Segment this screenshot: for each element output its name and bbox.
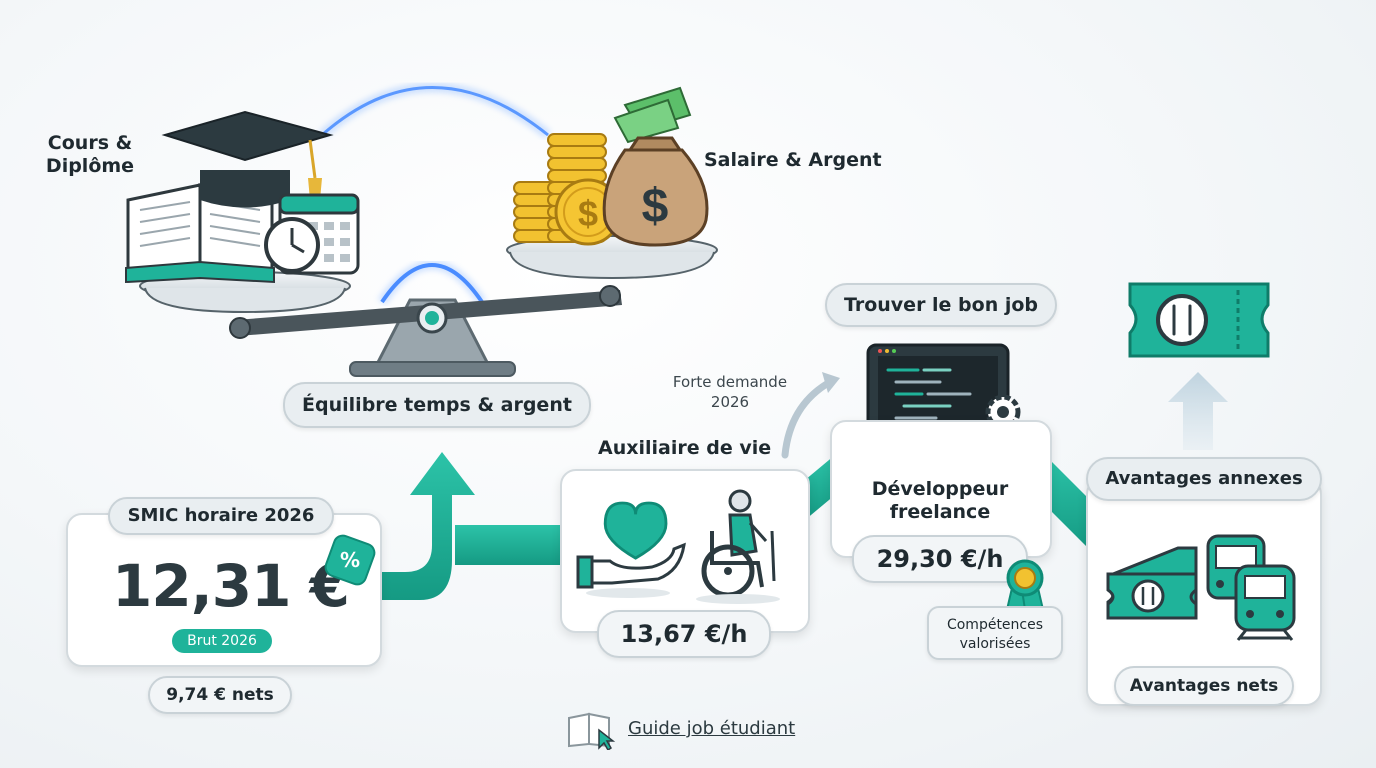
freelance-header: Trouver le bon job: [825, 283, 1057, 327]
glow-arc: [318, 82, 552, 305]
aux-icons: [576, 489, 780, 604]
aux-card: [560, 469, 810, 633]
flow-arrow: [375, 372, 1228, 600]
graduation-cap-icon: [161, 110, 334, 208]
meal-ticket-icon: [1128, 282, 1270, 358]
svg-text:$: $: [578, 193, 598, 234]
avantages-footer: Avantages nets: [1114, 666, 1294, 706]
skills-note: Compétences valorisées: [927, 606, 1063, 660]
money-bag-icon: $: [602, 86, 709, 247]
freelance-rate: 29,30 €/h: [852, 535, 1028, 583]
svg-text:$: $: [642, 180, 669, 233]
smic-title: SMIC horaire 2026: [108, 497, 334, 535]
meal-ticket-icon: [1106, 546, 1198, 620]
avantages-title: Avantages annexes: [1086, 457, 1322, 501]
balance-scale: [139, 235, 718, 377]
clock-icon: [264, 217, 320, 273]
smic-net: 9,74 € nets: [148, 676, 292, 714]
coins-icon: $: [513, 133, 622, 246]
percent-symbol: %: [339, 547, 361, 572]
aux-title: Auxiliaire de vie: [598, 437, 772, 459]
scale-right-label: Salaire & Argent: [704, 149, 882, 171]
balance-label: Équilibre temps & argent: [283, 382, 591, 428]
smic-amount: 12,31 €: [112, 552, 350, 620]
heart-hand-icon: [576, 501, 686, 598]
wheelchair-icon: [696, 489, 780, 604]
freelance-title: Développeur freelance: [871, 478, 1009, 523]
demand-note: Forte demande 2026: [672, 373, 788, 411]
avantages-icons: [1106, 534, 1296, 641]
gear-icon: [985, 394, 1021, 430]
guide-link[interactable]: Guide job étudiant: [628, 718, 796, 739]
train-icon: [1234, 564, 1296, 641]
book-cursor-icon: [568, 712, 616, 750]
brut-badge: Brut 2026: [172, 629, 272, 653]
aux-rate: 13,67 €/h: [597, 610, 771, 658]
scale-left-label: Cours & Diplôme: [45, 132, 135, 177]
